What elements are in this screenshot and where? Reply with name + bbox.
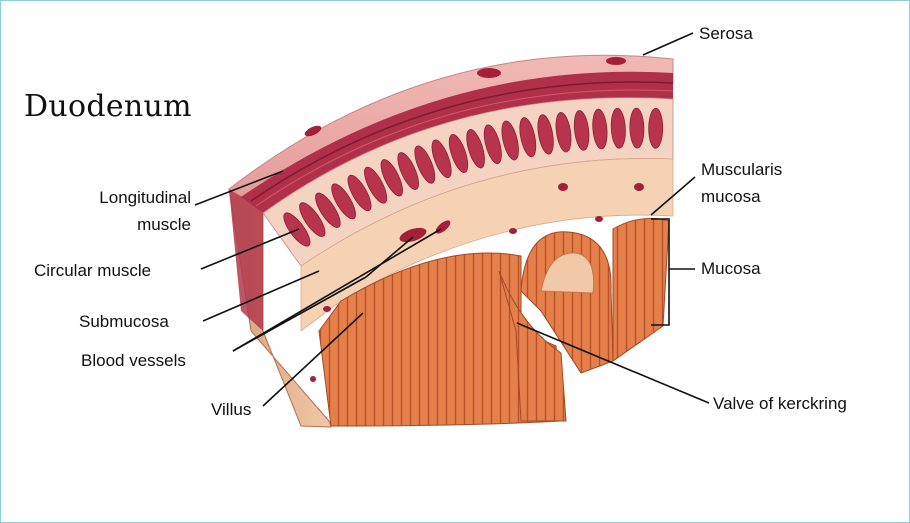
diagram-title: Duodenum: [24, 89, 192, 124]
label-blood-vessels: Blood vessels: [81, 350, 186, 371]
label-mucosa: Mucosa: [701, 258, 761, 279]
label-longitudinal-muscle-line1: Longitudinal: [51, 187, 191, 208]
label-serosa: Serosa: [699, 23, 753, 44]
label-valve-of-kerckring: Valve of kerckring: [713, 393, 847, 414]
label-muscularis-mucosa-line2: mucosa: [701, 186, 761, 207]
label-longitudinal-muscle-line2: muscle: [51, 214, 191, 235]
label-circular-muscle: Circular muscle: [34, 260, 151, 281]
muscle-side-band: [229, 189, 263, 331]
circular-muscle-segment: [649, 108, 663, 148]
label-villus: Villus: [211, 399, 251, 420]
label-muscularis-mucosa-line1: Muscularis: [701, 159, 782, 180]
mucosa-villi-right: [613, 218, 669, 361]
label-submucosa: Submucosa: [79, 311, 169, 332]
